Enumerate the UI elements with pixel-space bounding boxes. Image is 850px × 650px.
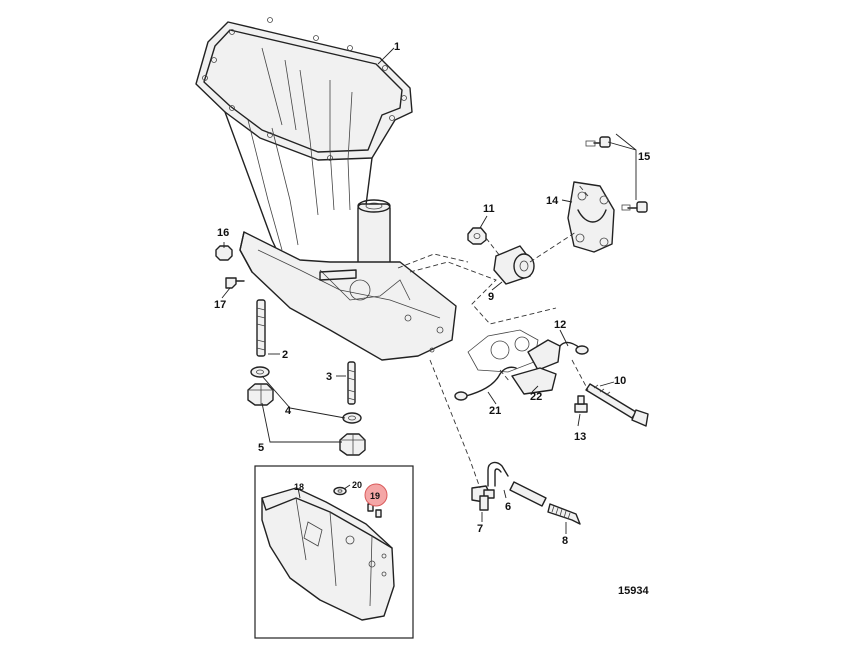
callout-1[interactable]: 1	[394, 41, 400, 53]
bolt-upper[interactable]	[585, 136, 611, 148]
callout-4[interactable]: 4	[285, 405, 292, 417]
callout-labels: 1 2 3 4 5 6 7 8 9 10 11 12 13 14 15 16 1…	[214, 41, 650, 547]
assembly-lines	[397, 183, 589, 489]
water-tube[interactable]	[487, 461, 547, 507]
leader-lines	[221, 47, 637, 534]
callout-16[interactable]: 16	[217, 227, 229, 239]
nut-small[interactable]	[215, 245, 233, 261]
water-tube-grommet[interactable]	[547, 503, 581, 525]
nut-mount[interactable]	[467, 227, 487, 245]
callout-3[interactable]: 3	[326, 371, 332, 383]
bolt-lower[interactable]	[621, 201, 648, 213]
long-bolt[interactable]	[585, 383, 649, 427]
callout-14[interactable]: 14	[546, 195, 559, 207]
ground-strap-upper[interactable]	[527, 339, 589, 371]
ground-strap-lower[interactable]	[511, 367, 557, 395]
rubber-mount[interactable]	[493, 245, 535, 285]
callout-13[interactable]: 13	[574, 431, 586, 443]
ghost-clamp	[467, 329, 539, 373]
small-bolt[interactable]	[574, 395, 588, 413]
elbow-fitting-small[interactable]	[225, 277, 245, 289]
callout-12[interactable]: 12	[554, 319, 566, 331]
adapter-plate[interactable]	[261, 487, 395, 621]
elbow-fitting[interactable]	[471, 485, 495, 511]
highlight-marker	[364, 483, 388, 507]
callout-19[interactable]: 19	[370, 491, 380, 501]
callout-21[interactable]: 21	[489, 405, 501, 417]
callout-10[interactable]: 10	[614, 375, 626, 387]
figure-number: 15934	[618, 585, 649, 597]
stud-long[interactable]	[256, 299, 266, 357]
callout-2[interactable]: 2	[282, 349, 288, 361]
callout-7[interactable]: 7	[477, 523, 483, 535]
washer-left[interactable]	[250, 366, 270, 378]
mount-bracket[interactable]	[567, 181, 615, 253]
callout-18[interactable]: 18	[294, 482, 304, 492]
nut-right[interactable]	[339, 433, 366, 456]
ground-wire-left[interactable]	[454, 366, 517, 401]
callout-22[interactable]: 22	[530, 391, 542, 403]
callout-17[interactable]: 17	[214, 299, 226, 311]
driveshaft-housing[interactable]	[195, 17, 457, 361]
nut-left[interactable]	[247, 383, 274, 406]
stud-short[interactable]	[347, 361, 356, 405]
callout-8[interactable]: 8	[562, 535, 568, 547]
callout-11[interactable]: 11	[483, 203, 495, 215]
inset-washer[interactable]	[333, 486, 347, 496]
callout-9[interactable]: 9	[488, 291, 494, 303]
callout-15[interactable]: 15	[638, 151, 650, 163]
washer-right[interactable]	[342, 412, 362, 424]
inset-pins[interactable]	[367, 503, 382, 518]
callout-20[interactable]: 20	[352, 480, 362, 490]
callout-6[interactable]: 6	[505, 501, 511, 513]
callout-5[interactable]: 5	[258, 442, 264, 454]
